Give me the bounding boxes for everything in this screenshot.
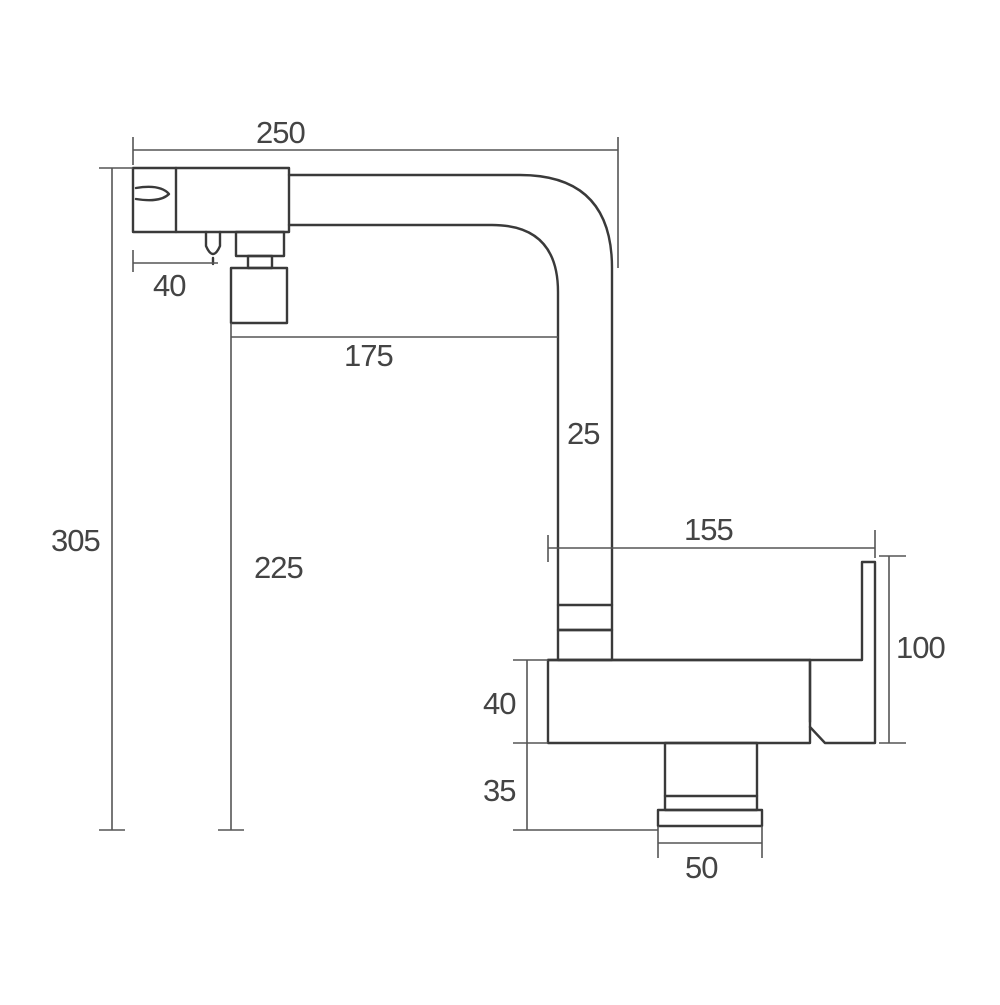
spout-inner-edge	[287, 223, 560, 607]
label-base-height: 40	[483, 686, 516, 721]
aerator-neck	[246, 254, 274, 270]
label-handle-height: 100	[896, 630, 945, 665]
head-lever-mark	[134, 185, 171, 202]
aerator-connector	[234, 230, 286, 258]
spout-outer-edge	[287, 173, 614, 607]
spout-collar-lower	[556, 628, 614, 662]
valve-knob	[204, 230, 222, 256]
spout-collar	[556, 603, 614, 632]
label-spout-clearance: 225	[254, 550, 303, 585]
label-shank-height: 35	[483, 773, 515, 808]
dimension-lines	[99, 137, 906, 858]
base-body	[546, 658, 812, 745]
aerator	[229, 266, 289, 325]
label-handle-reach: 155	[684, 512, 733, 547]
label-spout-diameter: 25	[567, 416, 599, 451]
spout-head	[131, 166, 291, 234]
shank	[663, 741, 759, 812]
faucet-outline	[131, 166, 877, 828]
label-shank-diameter: 50	[685, 850, 718, 885]
label-overall-height: 305	[51, 523, 100, 558]
label-overall-width: 250	[256, 115, 305, 150]
dimension-labels: 250 40 175 25 305 225 155 100 40 35 50	[51, 115, 946, 885]
label-spout-reach: 175	[344, 338, 393, 373]
label-aerator-offset: 40	[153, 268, 186, 303]
shank-nut	[656, 808, 764, 828]
handle-lever	[546, 560, 877, 745]
